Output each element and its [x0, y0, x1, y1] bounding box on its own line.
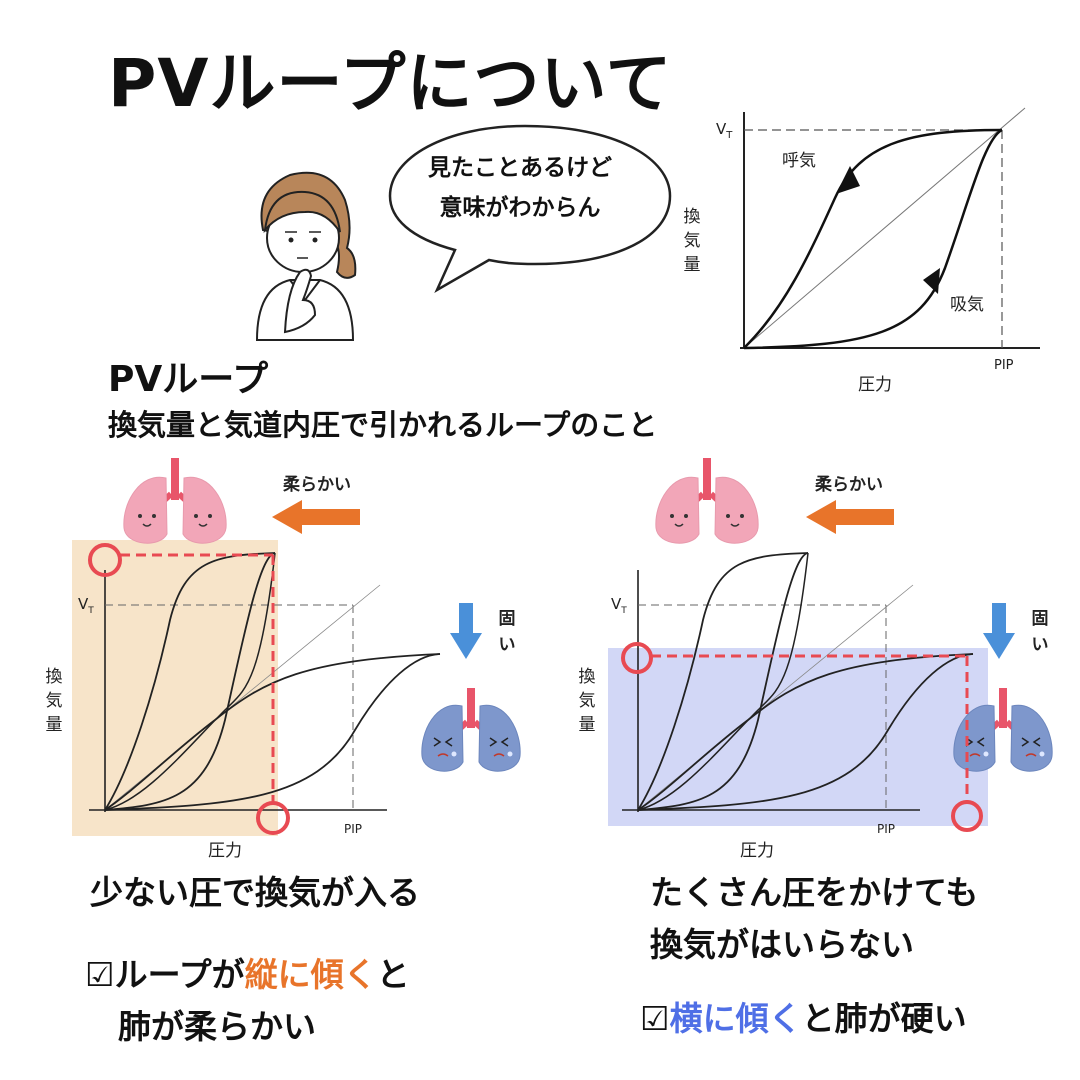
- left-pip-label: PIP: [344, 822, 363, 836]
- right-check-icon: ☑: [640, 999, 670, 1038]
- right-stiff-lung-icon: [953, 688, 1053, 772]
- main-exhale-label: 呼気: [782, 151, 816, 171]
- bubble-line-2: 意味がわからん: [439, 195, 601, 221]
- main-inhale-arrow: [923, 268, 940, 294]
- left-blue-arrow-icon: [450, 603, 482, 659]
- left-soft-lung-icon: [123, 458, 227, 544]
- left-y-label: 換気量: [45, 667, 63, 735]
- left-pressure-marker: [256, 801, 290, 835]
- left-check-icon: ☑: [85, 955, 115, 994]
- right-red-markers: [621, 642, 983, 832]
- left-highlight-text: 縦に傾く: [244, 955, 377, 994]
- right-hard-label: 固い: [1031, 609, 1049, 655]
- left-checkbox-line: ☑ループが縦に傾くと: [85, 955, 410, 994]
- right-caption-line1: たくさん圧をかけても: [650, 873, 979, 912]
- main-exhale-arrow: [836, 166, 860, 194]
- right-blue-arrow-icon: [983, 603, 1015, 659]
- main-diagonal: [743, 107, 1026, 349]
- left-orange-arrow-icon: [272, 500, 360, 534]
- bubble-line-1: 見たことあるけど: [428, 155, 612, 181]
- left-red-markers: [88, 543, 290, 835]
- right-soft-lung-icon: [655, 458, 759, 544]
- speech-bubble: [388, 124, 672, 294]
- left-caption: 少ない圧で換気が入る: [90, 873, 420, 912]
- thinking-person-illustration: [255, 171, 357, 341]
- pv-description: 換気量と気道内圧で引かれるループのこと: [108, 408, 658, 442]
- left-hard-label: 固い: [498, 609, 516, 655]
- main-inhale-curve: [743, 128, 1003, 350]
- pv-heading: PVループ: [108, 359, 269, 400]
- main-pv-graph: [740, 107, 1040, 350]
- right-soft-label: 柔らかい: [815, 475, 883, 495]
- right-y-label: 換気量: [578, 667, 596, 735]
- left-vt-label: VT: [78, 595, 94, 616]
- main-inhale-label: 吸気: [950, 295, 984, 315]
- main-vt-label: VT: [716, 120, 733, 141]
- right-caption-line2: 換気がはいらない: [650, 925, 914, 964]
- right-pv-graph: [622, 552, 974, 812]
- page-title: PVループについて: [108, 45, 673, 122]
- right-pip-label: PIP: [877, 822, 896, 836]
- left-x-label: 圧力: [208, 841, 242, 861]
- right-x-label: 圧力: [740, 841, 774, 861]
- right-orange-arrow-icon: [806, 500, 894, 534]
- right-highlight-text: 横に傾く: [669, 999, 802, 1038]
- right-vt-label: VT: [611, 595, 627, 616]
- main-x-label: 圧力: [858, 375, 892, 395]
- right-checkbox-line: ☑横に傾くと肺が硬い: [640, 999, 967, 1038]
- main-pip-label: PIP: [994, 358, 1014, 373]
- main-exhale-curve: [743, 128, 1003, 349]
- left-volume-marker: [88, 543, 122, 577]
- left-check-line2: 肺が柔らかい: [118, 1007, 316, 1046]
- left-stiff-lung-icon: [421, 688, 521, 772]
- left-pv-graph: [89, 552, 441, 812]
- main-y-label: 換気量: [683, 207, 701, 275]
- left-highlight-area: [72, 540, 278, 836]
- left-soft-label: 柔らかい: [283, 475, 351, 495]
- bubble-text: 見たことあるけど 意味がわからん: [395, 148, 645, 228]
- right-volume-marker: [621, 642, 653, 674]
- right-pressure-marker: [951, 800, 983, 832]
